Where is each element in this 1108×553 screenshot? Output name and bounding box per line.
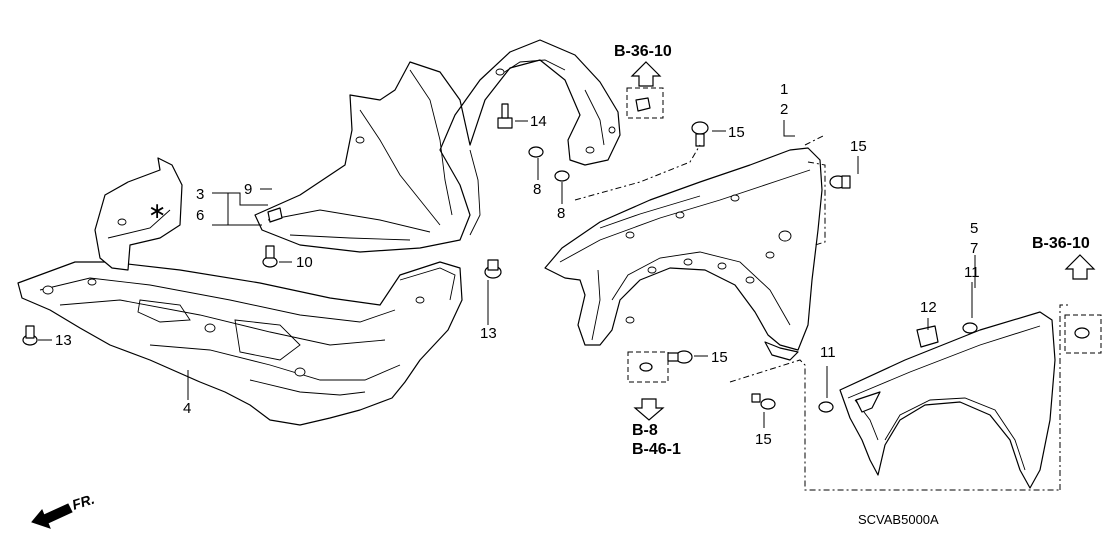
- fender-garnish-part: [839, 311, 1056, 489]
- callout-12: 12: [920, 299, 937, 316]
- ref-box-right: [1064, 314, 1102, 354]
- callout-13-left: 13: [55, 332, 72, 349]
- inner-fender-part: [254, 39, 621, 253]
- callout-4: 4: [183, 400, 191, 417]
- callout-15-bottom: 15: [755, 431, 772, 448]
- callout-14: 14: [530, 113, 547, 130]
- callout-11-left: 11: [820, 344, 836, 361]
- boundary-lines: [574, 134, 1070, 491]
- ref-label-bottom-1: B-8: [632, 422, 658, 439]
- callout-15-middle: 15: [711, 349, 728, 366]
- front-fender-part: [544, 147, 823, 361]
- callout-2: 2: [780, 101, 788, 118]
- callout-10: 10: [296, 254, 313, 271]
- callout-6: 6: [196, 207, 204, 224]
- callout-15-right: 15: [850, 138, 867, 155]
- leader-lines: [38, 120, 976, 428]
- callout-8-upper: 8: [533, 181, 541, 198]
- splash-shield-part: [17, 157, 463, 426]
- diagram-code: SCVAB5000A: [858, 512, 939, 527]
- callout-8-lower: 8: [557, 205, 565, 222]
- callout-13-right: 13: [480, 325, 497, 342]
- callout-11-right: 11: [964, 264, 980, 281]
- callout-9: 9: [244, 181, 252, 198]
- callout-5: 5: [970, 220, 978, 237]
- callout-7: 7: [970, 240, 978, 257]
- ref-arrow-top: [630, 61, 662, 87]
- ref-arrow-bottom: [633, 398, 665, 421]
- front-direction-label: FR.: [70, 491, 96, 513]
- marker-symbol: ∗: [148, 199, 166, 224]
- ref-box-top: [626, 87, 664, 119]
- ref-label-bottom-2: B-46-1: [632, 441, 681, 458]
- ref-arrow-right: [1064, 254, 1096, 280]
- callout-15-top: 15: [728, 124, 745, 141]
- ref-label-right: B-36-10: [1032, 235, 1090, 252]
- callout-1: 1: [780, 81, 788, 98]
- ref-label-top: B-36-10: [614, 43, 672, 60]
- ref-box-bottom: [627, 351, 669, 383]
- fasteners: [22, 97, 1090, 413]
- front-direction-arrow: [31, 503, 73, 529]
- callout-3: 3: [196, 186, 204, 203]
